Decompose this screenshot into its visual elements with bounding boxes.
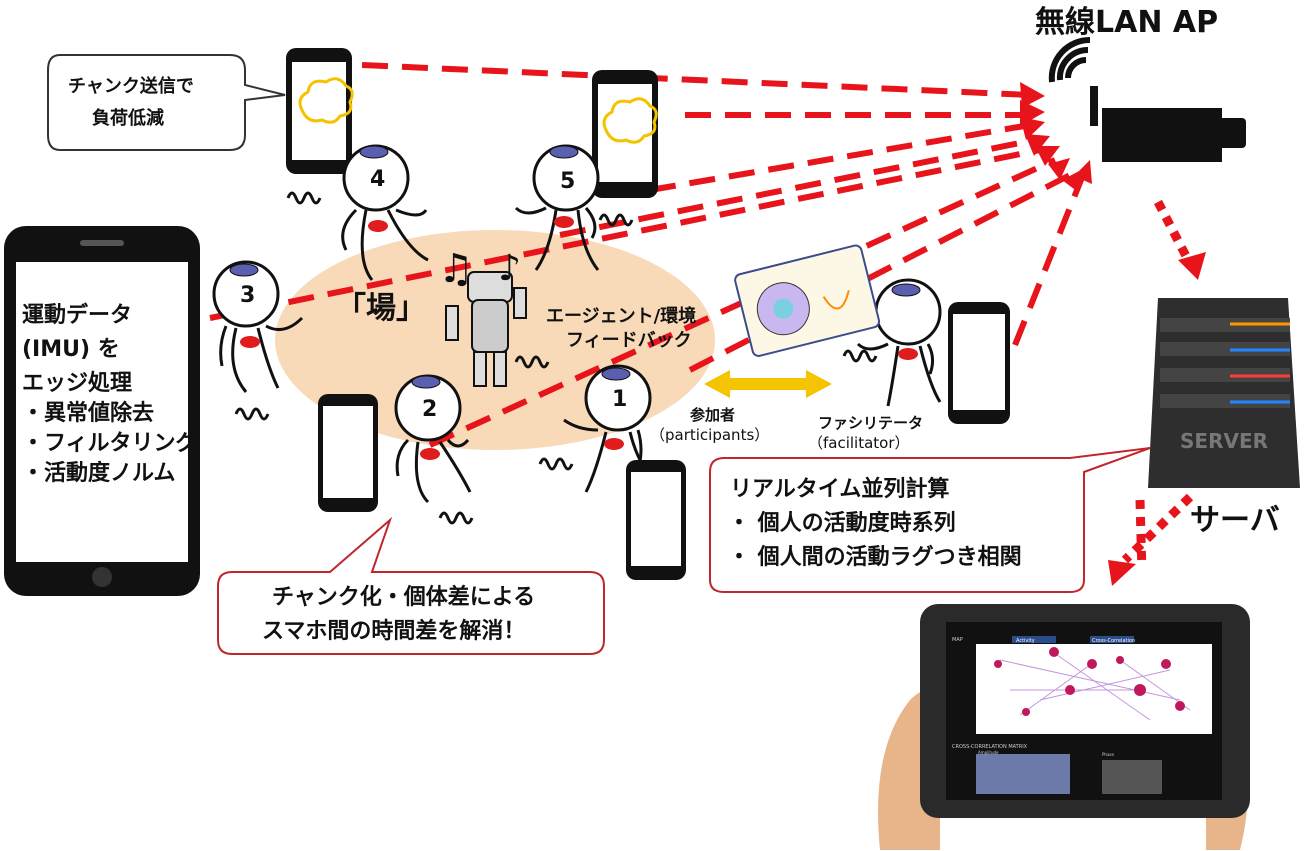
ap-to-server-arrow — [1154, 199, 1206, 280]
participant-5: 5 — [514, 144, 600, 271]
realtime-bubble-line-2: ・ 個人の活動度時系列 — [728, 510, 956, 536]
tablet-map-label: MAP — [952, 637, 963, 643]
edge-line-6: ・活動度ノルム — [22, 460, 176, 486]
chunk-bubble: チャンク送信で 負荷低減 — [47, 54, 286, 151]
participants-label: 参加者 — [690, 406, 735, 424]
smartphone-4 — [286, 48, 354, 174]
participant-facilitator-arrow — [704, 370, 832, 398]
facilitator — [856, 278, 942, 407]
tablet-matrix-label: CROSS-CORRELATION MATRIX — [952, 744, 1028, 750]
robot-agent-icon — [445, 271, 527, 387]
cloud-icon-2 — [602, 97, 658, 144]
tablet-device: MAP Activity Cross-Correlation CROSS-COR… — [878, 604, 1250, 850]
participant-3-number: 3 — [240, 283, 255, 308]
participant-4-number: 4 — [370, 167, 385, 192]
edge-line-2: (IMU) を — [22, 337, 120, 362]
participant-2-number: 2 — [422, 397, 437, 422]
edge-phone-text: 運動データ (IMU) を エッジ処理 ・異常値除去 ・フィルタリング ・活動度… — [22, 302, 198, 486]
participant-5-number: 5 — [560, 169, 575, 194]
sync-bubble-line-2: スマホ間の時間差を解消！ — [262, 618, 525, 644]
server-case-text: SERVER — [1180, 429, 1268, 453]
realtime-bubble: リアルタイム並列計算 ・ 個人の活動度時系列 ・ 個人間の活動ラグつき相関 — [709, 447, 1151, 593]
participants-label-en: （participants） — [650, 426, 769, 444]
edge-line-3: エッジ処理 — [22, 370, 132, 396]
smartphone-1 — [626, 460, 686, 580]
sync-bubble: チャンク化・個体差による スマホ間の時間差を解消！ — [217, 516, 605, 655]
participant-1: 1 — [563, 364, 661, 493]
cloud-icon — [298, 77, 354, 124]
feedback-label-2: フィードバック — [566, 330, 692, 351]
field-label: 「場」 — [336, 291, 426, 326]
smartphone-5 — [592, 70, 658, 198]
participant-4: 4 — [341, 144, 429, 281]
smartphone-2 — [318, 394, 378, 512]
facilitator-card-icon — [734, 244, 881, 357]
wifi-icon — [1048, 36, 1091, 83]
facilitator-label: ファシリテータ — [818, 414, 923, 432]
edge-line-4: ・異常値除去 — [22, 400, 154, 426]
server-to-tablet-arrow — [1108, 493, 1194, 586]
tablet-phase-label: Phase — [1102, 752, 1114, 757]
music-note-icon-2: ♪ — [498, 248, 521, 289]
smartphone-facilitator — [948, 302, 1010, 424]
chunk-bubble-line-1: チャンク送信で — [68, 75, 194, 97]
motion-wave-icons — [234, 191, 878, 525]
participant-1-number: 1 — [612, 387, 627, 412]
server-icon — [1148, 298, 1300, 488]
tablet-tab-cross: Cross-Correlation — [1092, 638, 1135, 644]
music-note-icon: ♫ — [438, 246, 474, 292]
tablet-amplitude-label: Amplitude — [978, 750, 999, 755]
feedback-label-1: エージェント/環境 — [546, 305, 696, 327]
ap-label: 無線LAN AP — [1035, 5, 1218, 40]
participant-2: 2 — [394, 374, 472, 504]
facilitator-label-en: （facilitator） — [808, 434, 910, 452]
sync-bubble-line-1: チャンク化・個体差による — [272, 584, 535, 610]
edge-line-1: 運動データ — [22, 302, 132, 328]
realtime-bubble-line-1: リアルタイム並列計算 — [730, 476, 949, 502]
participant-3: 3 — [212, 260, 304, 393]
tablet-tab-activity: Activity — [1016, 638, 1035, 644]
edge-smartphone — [4, 226, 200, 596]
realtime-bubble-line-3: ・ 個人間の活動ラグつき相関 — [728, 544, 1022, 570]
link-arrowheads — [1020, 82, 1092, 192]
access-point-icon — [1090, 86, 1246, 162]
server-label: サーバ — [1190, 503, 1280, 538]
edge-line-5: ・フィルタリング — [22, 430, 198, 456]
chunk-bubble-line-2: 負荷低減 — [92, 107, 164, 129]
